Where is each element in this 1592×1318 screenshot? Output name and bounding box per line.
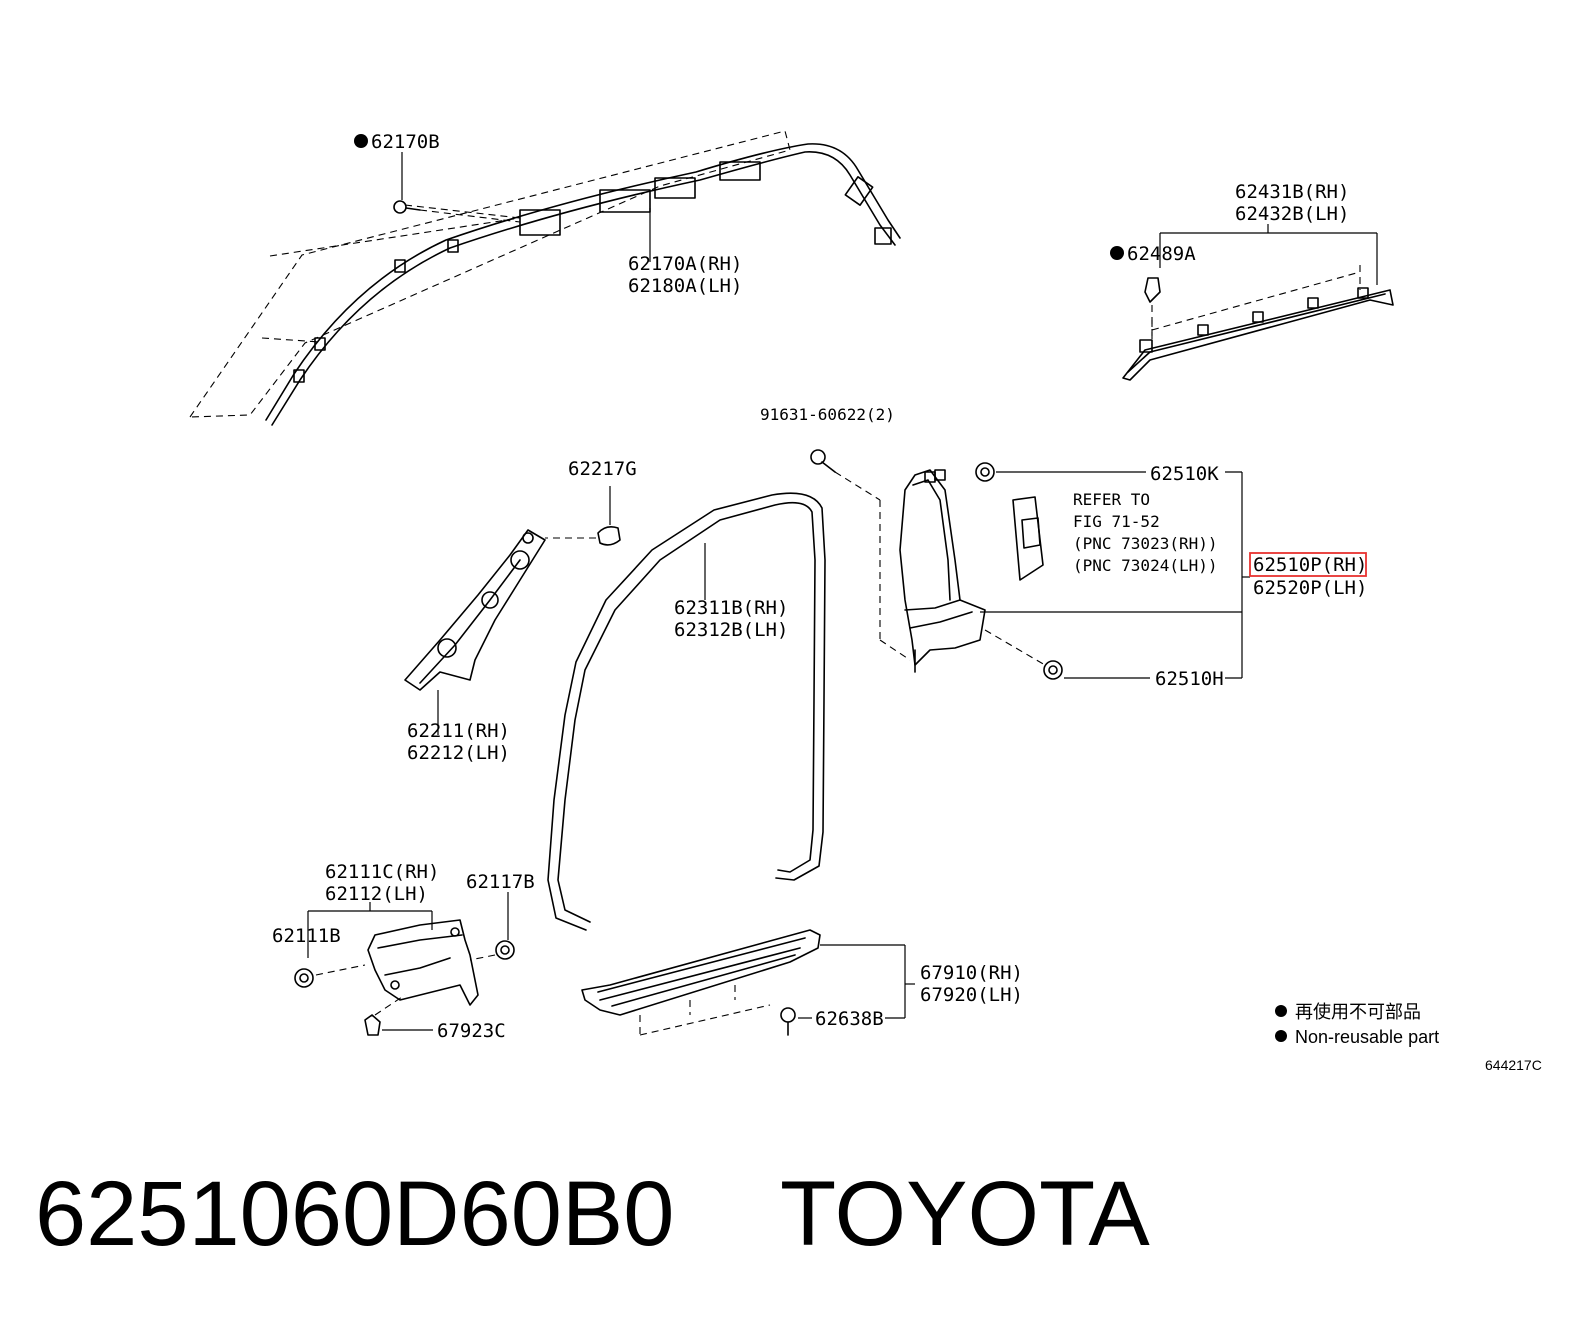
clip-62510k [975,462,1146,482]
roof-side-garnish-group [1122,224,1394,381]
caption-part-number: 6251060D60B0 [35,1163,674,1265]
legend-text-cn: 再使用不可部品 [1295,1002,1421,1022]
label-62217g: 62217G [568,458,637,480]
label-67920-lh: 67920(LH) [920,984,1023,1006]
label-62180a-lh: 62180A(LH) [628,275,742,297]
label-62211-rh: 62211(RH) [407,720,510,742]
door-weatherstrip [547,492,826,931]
screw-62638b [780,1007,812,1036]
label-62117b: 62117B [466,871,535,893]
label-91631: 91631-60622(2) [760,405,895,424]
label-62112-lh: 62112(LH) [325,883,428,905]
legend-bullet-cn [1275,1005,1287,1017]
highlight-box [1249,552,1367,577]
clip-67923c [364,994,433,1036]
label-67923c: 67923C [437,1020,506,1042]
legend: 再使用不可部品 Non-reusable part [1275,1002,1439,1047]
label-62170a-rh: 62170A(RH) [628,253,742,275]
clip-62510h [984,629,1150,680]
label-62638b: 62638B [815,1008,884,1030]
label-62432b-lh: 62432B(LH) [1235,203,1349,225]
label-62111b: 62111B [272,925,341,947]
clip-62117b [469,892,515,961]
caption-brand: TOYOTA [780,1163,1150,1265]
clip-62111b [294,964,366,988]
bolt-62170b [354,134,521,223]
label-62311b-rh: 62311B(RH) [674,597,788,619]
refer-text-1: REFER TO [1073,490,1150,509]
curtain-airbag-tube [271,151,896,426]
clip-62217g [545,486,621,546]
front-pillar-garnish [404,529,546,735]
screw-91631 [810,449,911,661]
label-62312b-lh: 62312B(LH) [674,619,788,641]
label-62510k: 62510K [1150,463,1219,485]
legend-text-en: Non-reusable part [1295,1027,1439,1047]
label-62510h: 62510H [1155,668,1224,690]
label-62431b-rh: 62431B(RH) [1235,181,1349,203]
label-62111c-rh: 62111C(RH) [325,861,439,883]
refer-text-4: (PNC 73024(LH)) [1073,556,1218,575]
cowl-side-trim [307,902,479,1006]
label-62212-lh: 62212(LH) [407,742,510,764]
label-62489a: 62489A [1127,243,1196,265]
clip-62489a [1110,246,1161,340]
figure-number: 644217C [1485,1057,1542,1073]
label-62510p-rh: 62510P(RH) [1253,554,1367,576]
curtain-airbag-group [188,130,901,426]
label-67910-rh: 67910(RH) [920,962,1023,984]
refer-text-3: (PNC 73023(RH)) [1073,534,1218,553]
center-pillar-garnish [899,469,1250,679]
legend-bullet-en [1275,1030,1287,1042]
label-62170b: 62170B [371,131,440,153]
label-62520p-lh: 62520P(LH) [1253,577,1367,599]
refer-text-2: FIG 71-52 [1073,512,1160,531]
scuff-plate [581,929,915,1036]
